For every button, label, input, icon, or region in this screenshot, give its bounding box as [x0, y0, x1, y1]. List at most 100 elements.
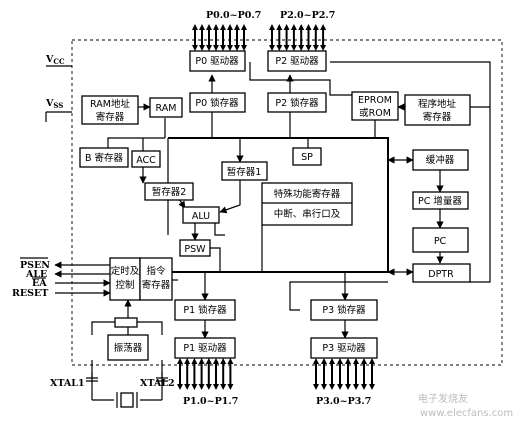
pin-arrowhead	[283, 45, 290, 51]
right-column-vertical	[470, 110, 491, 283]
pin-arrowhead	[345, 358, 351, 364]
ram-address-register-block: RAM地址 寄存器	[81, 95, 139, 125]
pin-arrowhead	[353, 384, 359, 390]
pin-arrowhead	[337, 384, 343, 390]
pin-arrowhead	[199, 45, 205, 51]
pin-arrowhead	[298, 24, 305, 30]
p2-latch-label: P2 锁存器	[275, 97, 319, 109]
internal-bus	[165, 137, 389, 273]
p3-pins-label: P3.0~P3.7	[316, 396, 371, 407]
buffer-label: 缓冲器	[426, 154, 455, 166]
pin-arrowhead	[177, 358, 183, 364]
pin-arrowhead	[276, 24, 283, 30]
pin-arrowhead	[206, 24, 212, 30]
xtal1-label: XTAL1	[50, 378, 85, 389]
pin-arrowhead	[227, 45, 233, 51]
pin-arrowhead	[199, 24, 205, 30]
pin-arrowhead	[213, 45, 219, 51]
pin-arrowhead	[241, 45, 247, 51]
reset-label: RESET	[12, 288, 48, 299]
crystal-symbol	[116, 392, 138, 408]
pin-arrowhead	[241, 24, 247, 30]
p1-pin-arrows	[177, 358, 234, 390]
pin-arrowhead	[205, 384, 212, 390]
ea-label: EA	[32, 278, 47, 289]
pin-arrowhead	[213, 358, 219, 364]
pin-arrowhead	[305, 24, 312, 30]
vcc-label: VCC	[45, 54, 65, 66]
eprom-line2: 或ROM	[359, 107, 391, 119]
crystal-body	[120, 392, 134, 408]
pin-arrowhead	[369, 358, 375, 364]
p3-latch-block: P3 锁存器	[310, 299, 378, 321]
alu-out	[214, 222, 225, 236]
ram-block: RAM	[149, 97, 183, 118]
pin-arrowhead	[220, 45, 226, 51]
timing-control-block: 定时及 控制	[109, 257, 141, 301]
p1-driver-block: P1 驱动器	[174, 337, 236, 359]
p2-pin-arrows	[269, 24, 327, 51]
instruction-register-block: 指令 寄存器	[139, 257, 173, 301]
pin-arrowhead	[220, 384, 227, 390]
p1-driver-label: P1 驱动器	[183, 343, 227, 354]
crystal-resistor	[114, 317, 138, 328]
pin-arrowhead	[361, 384, 367, 390]
acc-label: ACC	[136, 155, 156, 166]
dptr-block: DPTR	[412, 263, 471, 283]
ir-line1: 指令	[146, 265, 166, 277]
pin-arrowhead	[283, 24, 290, 30]
pin-arrowhead	[337, 358, 343, 364]
pin-arrowhead	[269, 24, 275, 30]
pin-arrowhead	[234, 24, 240, 30]
pc-inc-label: PC 增量器	[418, 195, 462, 207]
pin-arrowhead	[329, 384, 335, 390]
pin-arrowhead	[192, 24, 198, 30]
watermark-en: www.elecfans.com	[420, 408, 513, 419]
p2-driver-block: P2 驱动器	[267, 50, 327, 72]
ir-line2: 寄存器	[142, 279, 171, 291]
pin-arrowhead	[312, 45, 319, 51]
pin-arrowhead	[220, 24, 226, 30]
eprom-block: EPROM 或ROM	[351, 91, 399, 121]
pin-arrowhead	[321, 358, 327, 364]
p0-latch-label: P0 锁存器	[195, 97, 239, 109]
pc-label: PC	[434, 236, 447, 247]
pc-incrementer-block: PC 增量器	[412, 191, 469, 210]
p0-driver-label: P0 驱动器	[195, 56, 239, 67]
special-function-register-block: 特殊功能寄存器 中断、串行口及	[261, 182, 353, 226]
psw-block: PSW	[179, 239, 211, 257]
p3-driver-label: P3 驱动器	[322, 343, 366, 354]
ram-addr-reg-line1: RAM地址	[90, 98, 130, 110]
pin-arrowhead	[198, 384, 205, 390]
buffer-block: 缓冲器	[412, 149, 469, 171]
pin-arrowhead	[312, 24, 319, 30]
p3-latch-label: P3 锁存器	[322, 304, 366, 316]
pin-arrowhead	[213, 24, 219, 30]
psw-label: PSW	[184, 244, 206, 255]
acc-block: ACC	[131, 150, 161, 168]
dptr-label: DPTR	[428, 269, 454, 280]
p2-pins-label: P2.0~P2.7	[280, 10, 335, 21]
psw-to-bus	[210, 247, 221, 272]
pin-arrowhead	[369, 384, 375, 390]
pin-arrowhead	[269, 45, 275, 51]
p3-pin-arrows	[313, 358, 375, 390]
pin-arrowhead	[192, 45, 198, 51]
sfr-line2: 中断、串行口及	[274, 208, 341, 220]
timing-line1: 定时及	[111, 265, 140, 277]
pc-block: PC	[412, 227, 469, 253]
pin-arrowhead	[206, 45, 212, 51]
xtal2-label: XTAL2	[140, 378, 175, 389]
p2-driver-label: P2 驱动器	[275, 56, 319, 67]
program-address-register-block: 程序地址 寄存器	[404, 94, 471, 126]
sp-block: SP	[292, 147, 322, 166]
p1-latch-block: P1 锁存器	[174, 299, 236, 321]
p3-driver-block: P3 驱动器	[310, 337, 378, 359]
temp-register-1-block: 暂存器1	[221, 161, 268, 181]
p0-driver-block: P0 驱动器	[189, 50, 246, 72]
pin-arrowhead	[353, 358, 359, 364]
alu-label: ALU	[192, 211, 210, 222]
p0-p2-crossover	[249, 62, 352, 96]
pin-arrowhead	[276, 45, 283, 51]
